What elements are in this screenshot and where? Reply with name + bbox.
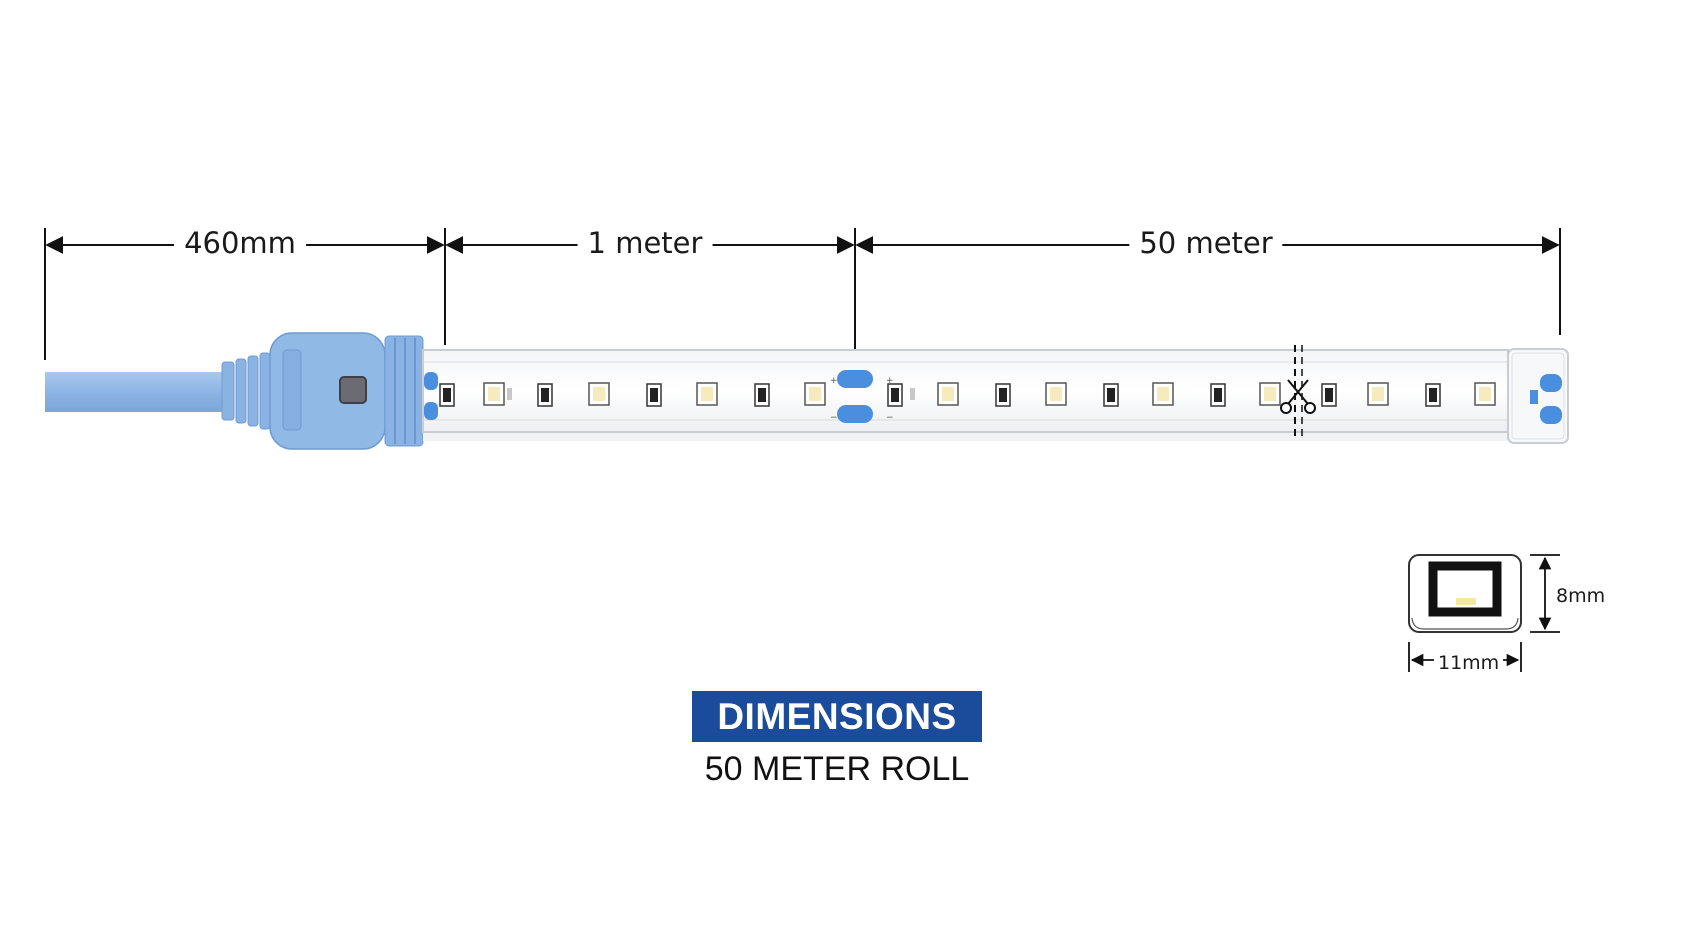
- chip: [1321, 383, 1337, 407]
- label-cable-length: 460mm: [174, 226, 306, 260]
- subtitle: 50 METER ROLL: [704, 750, 970, 788]
- chip: [995, 383, 1011, 407]
- cut-line: [1294, 345, 1303, 440]
- led-components: [439, 382, 1496, 407]
- label-profile-width: 11mm: [1434, 652, 1504, 674]
- connector-button: [339, 376, 367, 404]
- power-cable: [45, 372, 230, 412]
- cable-strain-relief: [221, 352, 271, 430]
- chip: [1210, 383, 1226, 407]
- chip: [1103, 383, 1119, 407]
- chip: [754, 383, 770, 407]
- led: [1152, 382, 1174, 406]
- led: [804, 382, 826, 406]
- chip: [537, 383, 553, 407]
- chip: [887, 383, 903, 407]
- led: [483, 382, 505, 406]
- led: [1259, 382, 1281, 406]
- label-segment-length: 1 meter: [577, 226, 713, 260]
- led: [1474, 382, 1496, 406]
- chip: [439, 383, 455, 407]
- title-badge: DIMENSIONS: [717, 695, 957, 737]
- scissors-icon: [1280, 379, 1316, 414]
- led: [937, 382, 959, 406]
- connector: [269, 332, 424, 450]
- chip: [1425, 383, 1441, 407]
- label-profile-height: 8mm: [1550, 585, 1606, 607]
- title-badge-bg: [692, 691, 982, 742]
- profile-cross-section: [1408, 554, 1522, 633]
- svg-text:+: +: [830, 376, 838, 386]
- chip: [646, 383, 662, 407]
- led: [1367, 382, 1389, 406]
- led: [588, 382, 610, 406]
- svg-text:+: +: [886, 376, 894, 386]
- svg-text:−: −: [886, 413, 894, 423]
- led: [1045, 382, 1067, 406]
- svg-text:−: −: [830, 413, 838, 423]
- led: [696, 382, 718, 406]
- label-total-length: 50 meter: [1129, 226, 1283, 260]
- extension-lines: [44, 228, 1561, 360]
